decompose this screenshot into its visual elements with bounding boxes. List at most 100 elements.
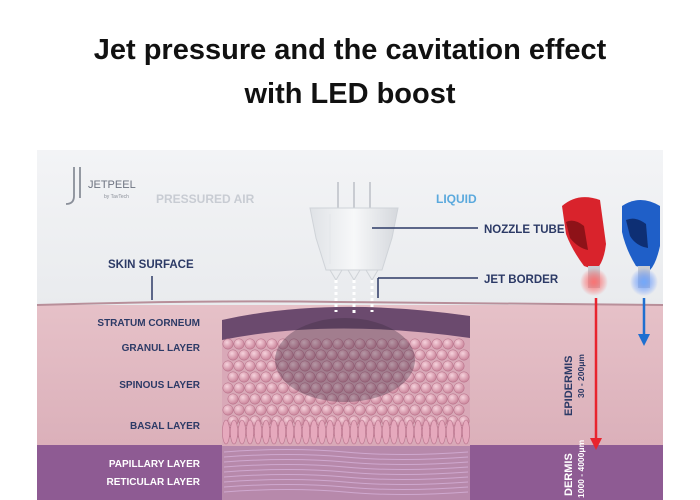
basal-layer-label: BASAL LAYER <box>130 421 201 432</box>
basal-cell <box>390 419 398 445</box>
cell <box>277 404 289 416</box>
fiber <box>223 474 469 480</box>
cell <box>381 349 393 361</box>
cell <box>233 360 245 372</box>
basal-cell <box>382 419 390 445</box>
fiber <box>223 489 469 495</box>
cell <box>337 349 349 361</box>
cell <box>425 393 437 405</box>
cell <box>271 371 283 383</box>
basal-cell <box>398 419 406 445</box>
jet-spray <box>334 280 374 314</box>
cell <box>321 382 333 394</box>
cell <box>282 349 294 361</box>
basal-cell <box>342 419 350 445</box>
cell <box>222 360 234 372</box>
cell <box>271 393 283 405</box>
basal-cell <box>454 419 462 445</box>
cell <box>249 349 261 361</box>
cell <box>326 349 338 361</box>
cell <box>431 360 443 372</box>
cell <box>376 338 388 350</box>
cell <box>293 393 305 405</box>
cell <box>293 349 305 361</box>
cell <box>238 349 250 361</box>
cell <box>266 382 278 394</box>
cell <box>409 404 421 416</box>
basal-cell <box>430 419 438 445</box>
jet-border-label: JET BORDER <box>484 274 559 286</box>
cell <box>409 382 421 394</box>
basal-cell <box>438 419 446 445</box>
cell <box>354 360 366 372</box>
cell <box>244 338 256 350</box>
pressured-air-label: PRESSURED AIR <box>156 192 255 206</box>
basal-cell <box>350 419 358 445</box>
dermis-range-label: 1000 - 4000μm <box>576 439 586 498</box>
cell <box>376 360 388 372</box>
epidermis-label: EPIDERMIS <box>563 355 575 416</box>
cell <box>354 404 366 416</box>
red-led-device <box>562 197 608 450</box>
basal-cell <box>318 419 326 445</box>
basal-cell <box>366 419 374 445</box>
title-line-1: Jet pressure and the cavitation effect <box>93 34 607 66</box>
reticular-layer-label: RETICULAR LAYER <box>106 477 200 488</box>
basal-cell <box>286 419 294 445</box>
cell <box>288 382 300 394</box>
cell <box>310 404 322 416</box>
cell <box>420 338 432 350</box>
cell <box>321 404 333 416</box>
fiber <box>223 454 469 460</box>
cell <box>238 371 250 383</box>
nozzle-tube-label: NOZZLE TUBE <box>484 224 565 236</box>
cell <box>315 371 327 383</box>
basal-cell <box>302 419 310 445</box>
skin-surface-line <box>36 300 664 306</box>
jetpeel-logo: JETPEEL by TavTech <box>65 167 136 205</box>
cell <box>359 349 371 361</box>
papillary-layer-label: PAPILLARY LAYER <box>109 459 201 470</box>
cavitation-zone <box>275 318 415 402</box>
cell <box>447 371 459 383</box>
cell <box>288 360 300 372</box>
cell <box>431 404 443 416</box>
basal-cell <box>294 419 302 445</box>
basal-cell <box>422 419 430 445</box>
basal-cell <box>246 419 254 445</box>
cell <box>222 404 234 416</box>
nozzle-illustration <box>309 182 399 281</box>
cell <box>244 404 256 416</box>
cell <box>227 393 239 405</box>
cell <box>387 360 399 372</box>
cell <box>343 382 355 394</box>
cell <box>420 404 432 416</box>
cell <box>398 404 410 416</box>
basal-cell <box>334 419 342 445</box>
cell <box>332 338 344 350</box>
basal-cell <box>446 419 454 445</box>
cell <box>453 382 465 394</box>
dermal-fibers <box>223 449 469 495</box>
basal-cell <box>270 419 278 445</box>
basal-cell <box>462 419 470 445</box>
cell <box>398 338 410 350</box>
cell <box>458 349 470 361</box>
cell <box>403 349 415 361</box>
cell <box>409 338 421 350</box>
basal-cell <box>310 419 318 445</box>
cell <box>288 338 300 350</box>
basal-cell <box>238 419 246 445</box>
cell <box>420 382 432 394</box>
cell <box>414 371 426 383</box>
cell <box>332 404 344 416</box>
cell <box>249 393 261 405</box>
cell <box>387 338 399 350</box>
cell <box>293 371 305 383</box>
cell <box>409 360 421 372</box>
cell <box>255 338 267 350</box>
cell <box>365 382 377 394</box>
cell <box>447 349 459 361</box>
cell <box>348 371 360 383</box>
cell <box>392 393 404 405</box>
